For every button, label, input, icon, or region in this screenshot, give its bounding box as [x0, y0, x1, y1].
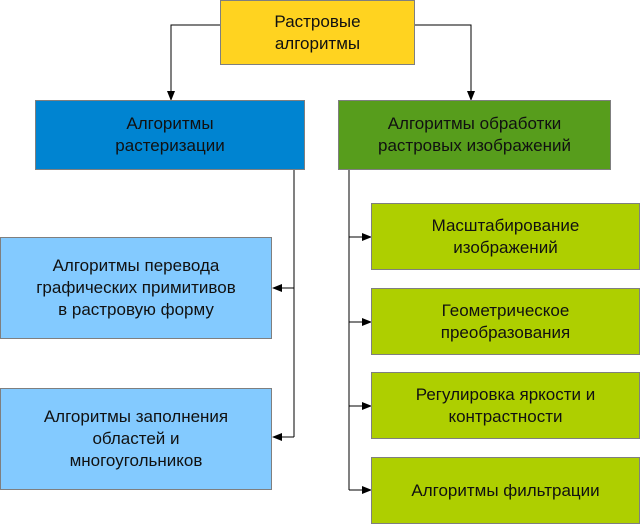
connector-root-to-processing	[415, 24, 475, 101]
root-node: Растровые алгоритмы	[220, 0, 415, 65]
image-scaling-node: Масштабирование изображений	[371, 203, 640, 270]
connector-root-to-rasterization	[167, 24, 220, 101]
area-fill-node: Алгоритмы заполнения областей и многоуго…	[0, 388, 272, 490]
brightness-contrast-node: Регулировка яркости и контрастности	[371, 372, 640, 439]
rasterization-node: Алгоритмы растеризации	[35, 100, 305, 170]
filtering-node: Алгоритмы фильтрации	[371, 457, 640, 524]
geometric-transform-node: Геометрическое преобразования	[371, 288, 640, 355]
raster-processing-node: Алгоритмы обработки растровых изображени…	[338, 100, 611, 170]
primitives-conversion-node: Алгоритмы перевода графических примитиво…	[0, 237, 272, 339]
